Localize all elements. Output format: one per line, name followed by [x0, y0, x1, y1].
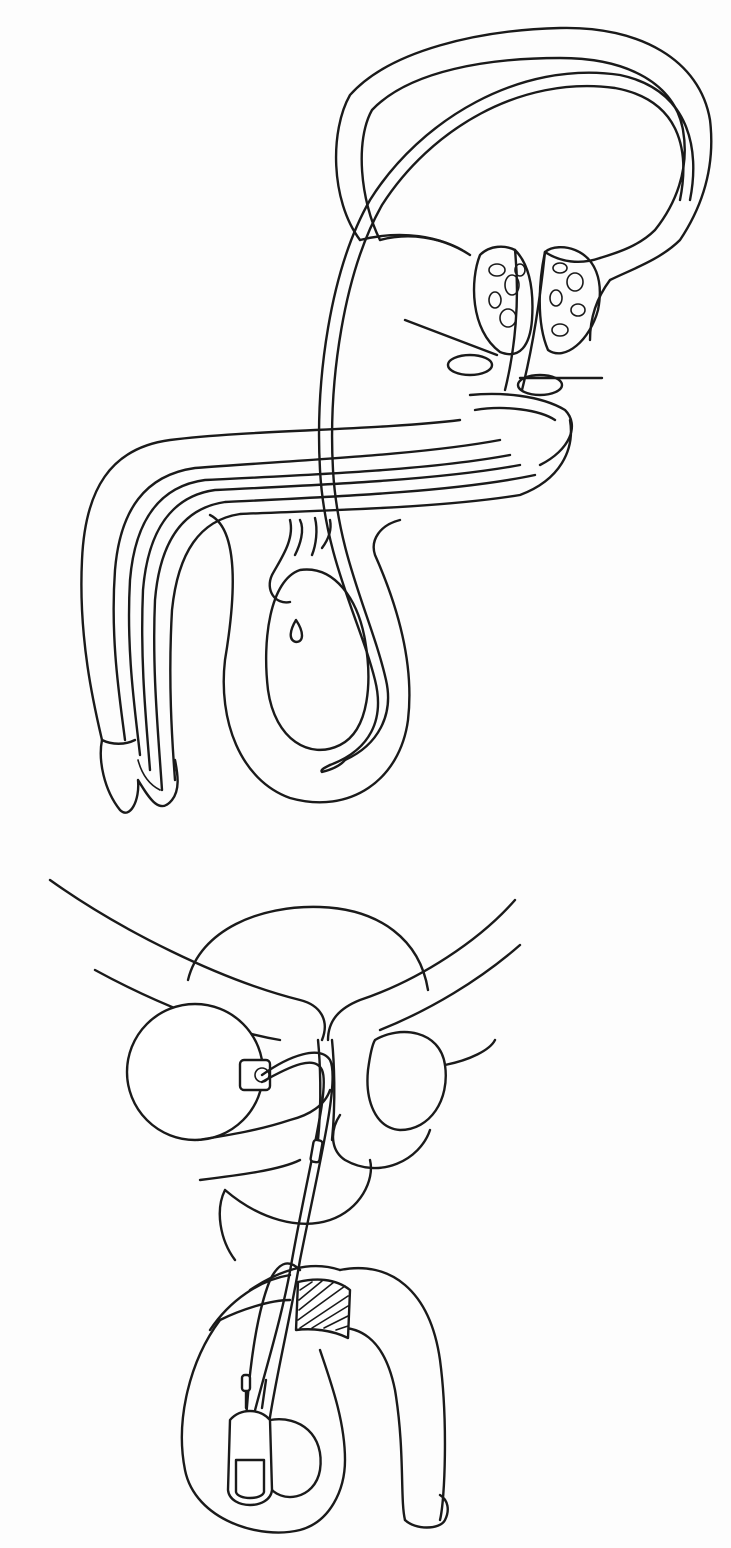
catheter-tip	[321, 760, 345, 772]
right-pelvic-ramus	[333, 1040, 495, 1168]
bladder-dome	[188, 907, 428, 990]
left-gland-lobe	[474, 247, 532, 354]
catheter-tube-inner	[332, 86, 683, 760]
testis	[266, 570, 368, 750]
bladder-outer-wall	[336, 28, 711, 340]
bladder-neck-inner	[380, 236, 462, 250]
sagittal-anatomy-figure	[0, 0, 731, 860]
bladder-inner-wall	[362, 58, 685, 258]
urethral-bulb	[470, 394, 572, 465]
right-obturator-opening	[367, 1032, 445, 1130]
frontal-anatomy-figure	[0, 860, 731, 1548]
sphincter-upper	[448, 355, 492, 375]
pelvic-arch-right-inner	[380, 945, 520, 1030]
pump-body	[228, 1411, 272, 1505]
droplet	[291, 620, 302, 642]
gland-inclusions	[489, 263, 585, 336]
pump-tube-connector	[242, 1375, 250, 1391]
reservoir-tube-b	[250, 1063, 324, 1430]
pointer-line-left	[405, 320, 497, 355]
catheter-tube-outer	[319, 73, 693, 765]
testis-frontal	[268, 1419, 321, 1497]
